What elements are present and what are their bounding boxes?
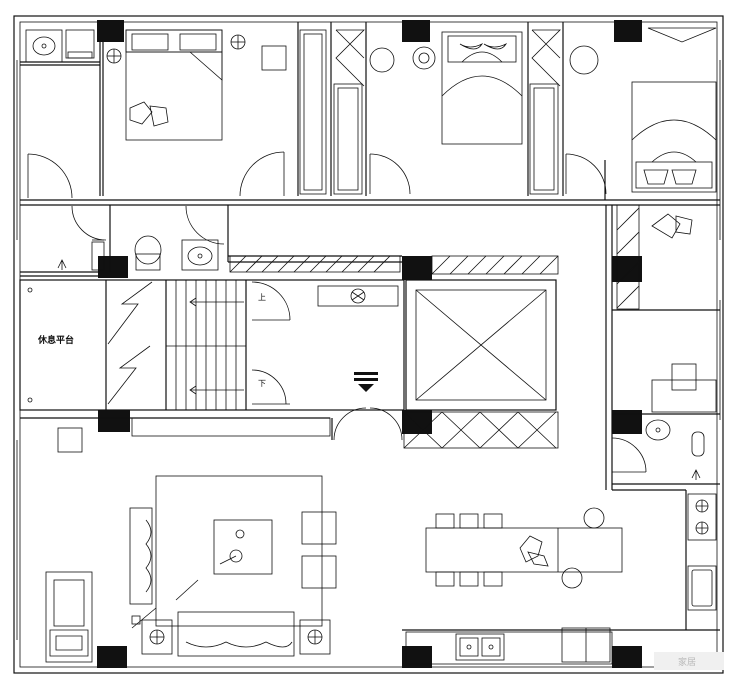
right-rooms (611, 309, 720, 491)
doors-top (27, 151, 607, 199)
dining-kitchen (405, 493, 717, 665)
stair-up-label: 上 (258, 293, 266, 302)
middle-band (20, 204, 640, 490)
structural-columns (97, 20, 642, 668)
watermark-box (654, 652, 724, 670)
top-floor-rooms (20, 22, 720, 206)
living-furniture (45, 475, 337, 663)
top-left-bath (25, 29, 95, 63)
bed-3 (631, 27, 717, 239)
closets-top (299, 29, 561, 195)
elevator-shaft (317, 279, 559, 449)
bed-1 (106, 29, 287, 141)
staircase (19, 279, 405, 411)
rest-platform-label: 休息平台 (37, 334, 74, 346)
watermark-text: 家居 (678, 656, 696, 668)
living-zone-walls (20, 407, 720, 631)
bed-2 (369, 31, 599, 145)
stair-down-label: 下 (258, 379, 266, 388)
outer-walls (13, 15, 724, 674)
